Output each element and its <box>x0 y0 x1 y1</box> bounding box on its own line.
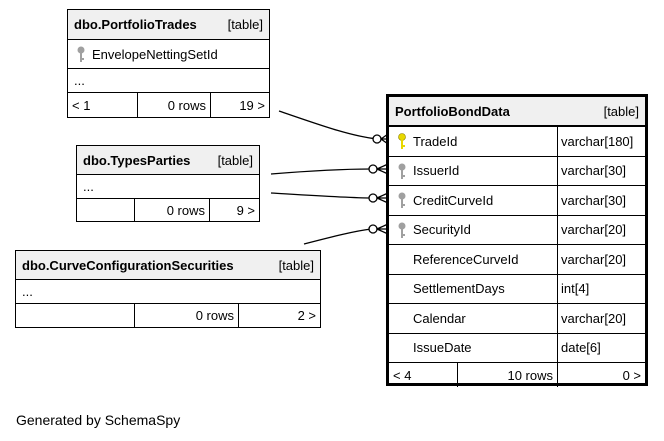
footer-children: 2 > <box>297 308 316 323</box>
footer-rows: 0 rows <box>135 304 239 327</box>
column-row: IssuerId varchar[30] <box>389 156 645 186</box>
primary-key-icon <box>398 133 406 150</box>
footer-parents <box>16 304 135 327</box>
table-name: dbo.TypesParties <box>83 152 191 168</box>
column-name: CreditCurveId <box>413 192 494 208</box>
relationship-line-typesparties-1 <box>270 168 372 175</box>
generated-by-label: Generated by SchemaSpy <box>16 412 181 428</box>
footer-rows: 0 rows <box>138 93 211 117</box>
footer-parents: < 1 <box>68 93 138 117</box>
column-name: SecurityId <box>413 222 471 238</box>
table-footer: < 1 0 rows 19 > <box>68 93 269 117</box>
table-portfoliotrades[interactable]: dbo.PortfolioTrades [table] EnvelopeNett… <box>67 9 270 118</box>
column-name-cell: SettlementDays <box>389 274 558 303</box>
column-name-cell: ReferenceCurveId <box>389 245 558 274</box>
table-name: dbo.PortfolioTrades <box>74 17 197 32</box>
table-name: PortfolioBondData <box>395 103 510 119</box>
table-portfoliobonddata[interactable]: PortfolioBondData [table] TradeId varchar… <box>386 94 648 387</box>
table-kind: [table] <box>603 103 639 119</box>
relationship-line-portfoliotrades <box>278 110 378 140</box>
table-curveconfigurationsecurities[interactable]: dbo.CurveConfigurationSecurities [table]… <box>15 250 321 328</box>
relationship-line-typesparties-2 <box>270 192 372 199</box>
column-name: IssuerId <box>413 163 460 179</box>
table-name: dbo.CurveConfigurationSecurities <box>22 257 234 273</box>
column-name: Calendar <box>413 310 466 326</box>
column-row: SettlementDays int[4] <box>389 274 645 304</box>
table-footer: < 4 10 rows 0 > <box>389 363 645 387</box>
foreign-key-icon <box>77 46 85 62</box>
column-name-cell: Calendar <box>389 304 558 333</box>
table-header: dbo.TypesParties [table] <box>77 146 259 175</box>
foreign-key-icon <box>398 192 406 209</box>
column-name: SettlementDays <box>413 281 505 297</box>
column-name: EnvelopeNettingSetId <box>92 46 218 62</box>
column-name: ReferenceCurveId <box>413 251 519 267</box>
table-kind: [table] <box>227 17 263 32</box>
column-row: CreditCurveId varchar[30] <box>389 186 645 216</box>
column-name-cell: IssueDate <box>389 333 558 362</box>
column-row: ReferenceCurveId varchar[20] <box>389 245 645 275</box>
table-header: dbo.CurveConfigurationSecurities [table] <box>16 251 320 280</box>
ellipsis-row: ... <box>77 175 259 199</box>
ellipsis-row: ... <box>68 69 269 93</box>
column-row: EnvelopeNettingSetId <box>68 40 269 69</box>
column-name: IssueDate <box>413 340 472 356</box>
table-typesparties[interactable]: dbo.TypesParties [table] ... 0 rows 9 > <box>76 145 260 222</box>
column-type: varchar[20] <box>561 310 627 326</box>
table-kind: [table] <box>217 152 253 168</box>
table-footer: 0 rows 9 > <box>77 199 259 221</box>
column-name-cell: SecurityId <box>389 215 558 244</box>
column-name: TradeId <box>413 133 458 149</box>
column-row: SecurityId varchar[20] <box>389 215 645 245</box>
foreign-key-icon <box>398 222 406 238</box>
column-type: varchar[30] <box>561 192 627 208</box>
column-row: IssueDate date[6] <box>389 333 645 363</box>
footer-rows: 0 rows <box>135 199 210 221</box>
table-kind: [table] <box>278 257 314 273</box>
relationship-line-curveconfig <box>303 228 372 245</box>
footer-children: 0 > <box>622 367 641 383</box>
column-type: varchar[20] <box>561 222 627 238</box>
column-row: Calendar varchar[20] <box>389 304 645 334</box>
column-type: varchar[20] <box>561 251 627 267</box>
column-type: varchar[180] <box>561 133 634 149</box>
column-type: date[6] <box>561 340 601 356</box>
table-header: PortfolioBondData [table] <box>389 97 645 127</box>
table-header: dbo.PortfolioTrades [table] <box>68 10 269 40</box>
column-name-cell: CreditCurveId <box>389 186 558 215</box>
ellipsis-row: ... <box>16 280 320 304</box>
footer-parents: < 4 <box>389 363 458 387</box>
relationship-end-circle <box>372 134 382 144</box>
column-row: TradeId varchar[180] <box>389 127 645 157</box>
footer-children: 19 > <box>239 97 265 113</box>
table-footer: 0 rows 2 > <box>16 304 320 327</box>
column-name-cell: TradeId <box>389 127 558 156</box>
foreign-key-icon <box>398 163 406 179</box>
column-type: varchar[30] <box>561 163 627 179</box>
column-type: int[4] <box>561 281 590 297</box>
footer-parents <box>77 199 135 221</box>
footer-children: 9 > <box>236 202 255 218</box>
footer-rows: 10 rows <box>458 363 558 387</box>
column-name-cell: IssuerId <box>389 156 558 185</box>
